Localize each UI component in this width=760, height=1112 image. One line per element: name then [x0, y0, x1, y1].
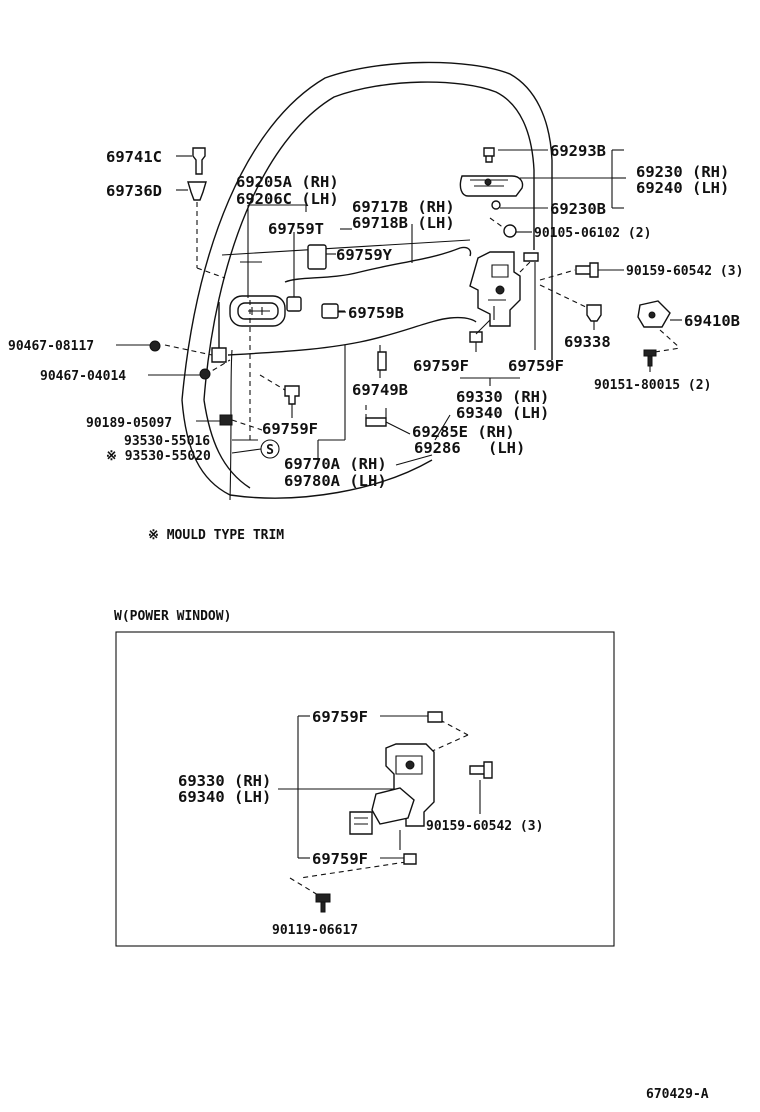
retainer-69338-icon: [586, 304, 602, 322]
bolt-90159-icon: [575, 262, 599, 278]
rod-guide-icon: [211, 347, 227, 363]
clip-69293b-icon: [483, 147, 495, 163]
screw-90189-icon: [219, 414, 233, 426]
label-90467-04014: 90467-04014: [40, 369, 126, 384]
label-69717b: 69717B (RH): [352, 198, 455, 216]
label-90189: 90189-05097: [86, 416, 172, 431]
label-69741c: 69741C: [106, 148, 162, 166]
label-69286: 69286: [414, 439, 461, 457]
label-69718b: 69718B (LH): [352, 214, 455, 232]
clip-69759y-icon: [307, 244, 327, 270]
inset-label-69330: 69330 (RH): [178, 772, 271, 790]
lock-cable-icon: [227, 316, 477, 356]
door-outline: [181, 61, 553, 501]
label-69780a: 69780A (LH): [284, 472, 387, 490]
label-69340: 69340 (LH): [456, 404, 549, 422]
inset-title: W(POWER WINDOW): [114, 609, 231, 624]
s-mark: S: [266, 443, 274, 458]
label-69410b: 69410B: [684, 312, 740, 330]
inset-clip-69759f-top-icon: [427, 711, 443, 723]
inset-door-lock-actuator-icon: [349, 743, 435, 835]
lock-rod-icon: [284, 246, 472, 283]
label-69293b: 69293B: [550, 142, 606, 160]
label-69285e: 69285E (RH): [412, 423, 515, 441]
label-69759f-a: 69759F: [413, 357, 469, 375]
clip-69759t-icon: [286, 296, 302, 312]
mould-type-note: ※ MOULD TYPE TRIM: [148, 528, 284, 543]
label-90151: 90151-80015 (2): [594, 378, 711, 393]
clip-69759b-icon: [321, 303, 339, 319]
inset-label-69759f-b: 69759F: [312, 850, 368, 868]
clip-69759f-left-icon: [284, 385, 300, 405]
grommet-69736d-icon: [187, 181, 207, 201]
inset-clip-69759f-bottom-icon: [403, 853, 417, 865]
bracket-69285e-icon: [365, 417, 387, 427]
label-69759f-c: 69759F: [262, 420, 318, 438]
label-69230b: 69230B: [550, 200, 606, 218]
clip-69749b-icon: [377, 351, 387, 371]
inset-label-90119: 90119-06617: [272, 923, 358, 938]
clip-69759f-right-icon: [523, 252, 539, 262]
label-69759t: 69759T: [268, 220, 324, 238]
inset-label-90159: 90159-60542 (3): [426, 819, 543, 834]
outside-handle-icon: [459, 175, 524, 197]
label-90105: 90105-06102 (2): [534, 226, 651, 241]
inset-bolt-90159-icon: [469, 761, 493, 779]
label-69330: 69330 (RH): [456, 388, 549, 406]
label-69206c: 69206C (LH): [236, 190, 339, 208]
screw-90151-icon: [643, 349, 657, 367]
label-69749b: 69749B: [352, 381, 408, 399]
door-lock-assembly-icon: [469, 251, 521, 327]
clip-69741c-icon: [192, 147, 206, 175]
inset-label-69759f-a: 69759F: [312, 708, 368, 726]
label-69286-lh: (LH): [488, 439, 525, 457]
label-90467-08117: 90467-08117: [8, 339, 94, 354]
inset-screw-90119-icon: [315, 893, 331, 913]
door-lock-parts: S: [149, 147, 681, 460]
nut-90467-icon: [149, 340, 161, 352]
clip-69230b-icon: [491, 200, 501, 210]
clip-90467b-icon: [199, 368, 211, 380]
leader-lines: [116, 149, 682, 466]
label-69240: 69240 (LH): [636, 179, 729, 197]
label-69736d: 69736D: [106, 182, 162, 200]
label-93530-55020: ※ 93530-55020: [106, 449, 211, 464]
diagram-code: 670429-A: [646, 1087, 709, 1102]
label-90159: 90159-60542 (3): [626, 264, 743, 279]
label-69230: 69230 (RH): [636, 163, 729, 181]
label-93530-55016: 93530-55016: [124, 434, 210, 449]
inset-frame: [115, 631, 615, 947]
label-69770a: 69770A (RH): [284, 455, 387, 473]
label-69338: 69338: [564, 333, 611, 351]
inside-handle-icon: [229, 295, 286, 327]
bolt-90105-icon: [503, 224, 517, 238]
power-window-inset: W(POWER WINDOW) 69759F: [114, 609, 615, 947]
part-labels: 69741C 69736D 69205A (RH) 69206C (LH) 69…: [8, 142, 743, 543]
label-69759b: 69759B: [348, 304, 404, 322]
label-69759y: 69759Y: [336, 246, 393, 264]
inset-label-69340: 69340 (LH): [178, 788, 271, 806]
label-69759f-b: 69759F: [508, 357, 564, 375]
label-69205a: 69205A (RH): [236, 173, 339, 191]
